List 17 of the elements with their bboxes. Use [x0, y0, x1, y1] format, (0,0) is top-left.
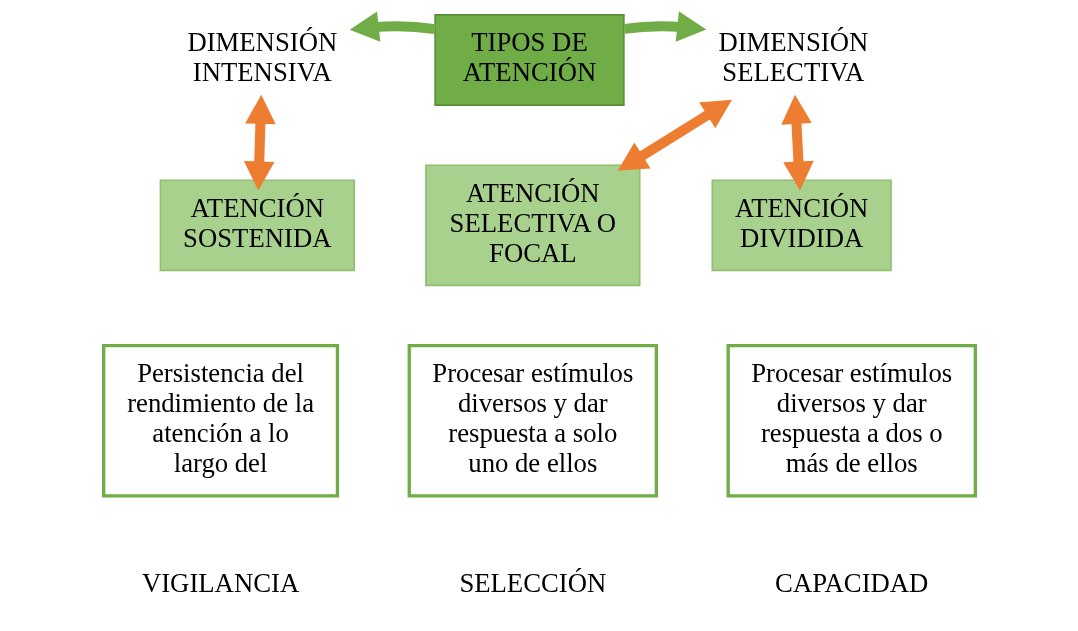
- node-box: ATENCIÓN SOSTENIDA: [159, 179, 355, 272]
- node-box: ATENCIÓN SELECTIVA O FOCAL: [424, 164, 641, 287]
- arrow: [243, 94, 276, 191]
- node-box: TIPOS DE ATENCIÓN: [433, 14, 625, 106]
- node-label: CAPACIDAD: [774, 568, 928, 599]
- arrow: [617, 99, 732, 171]
- node-box: Procesar estímulos diversos y dar respuesta a solo uno de ellos: [407, 343, 658, 498]
- node-text: DIMENSIÓN SELECTIVA: [717, 27, 868, 88]
- node-box: Persistencia del rendimiento de la atención a lo largo del: [101, 343, 339, 498]
- arrow: [780, 94, 814, 191]
- arrow: [349, 11, 436, 42]
- arrow: [623, 11, 706, 42]
- node-label: VIGILANCIA: [141, 568, 299, 599]
- node-text: DIMENSIÓN INTENSIVA: [186, 27, 337, 88]
- node-box: Procesar estímulos diversos y dar respuesta a dos o más de ellos: [726, 343, 977, 498]
- node-label: SELECCIÓN: [458, 568, 606, 599]
- node-box: ATENCIÓN DIVIDIDA: [711, 179, 892, 272]
